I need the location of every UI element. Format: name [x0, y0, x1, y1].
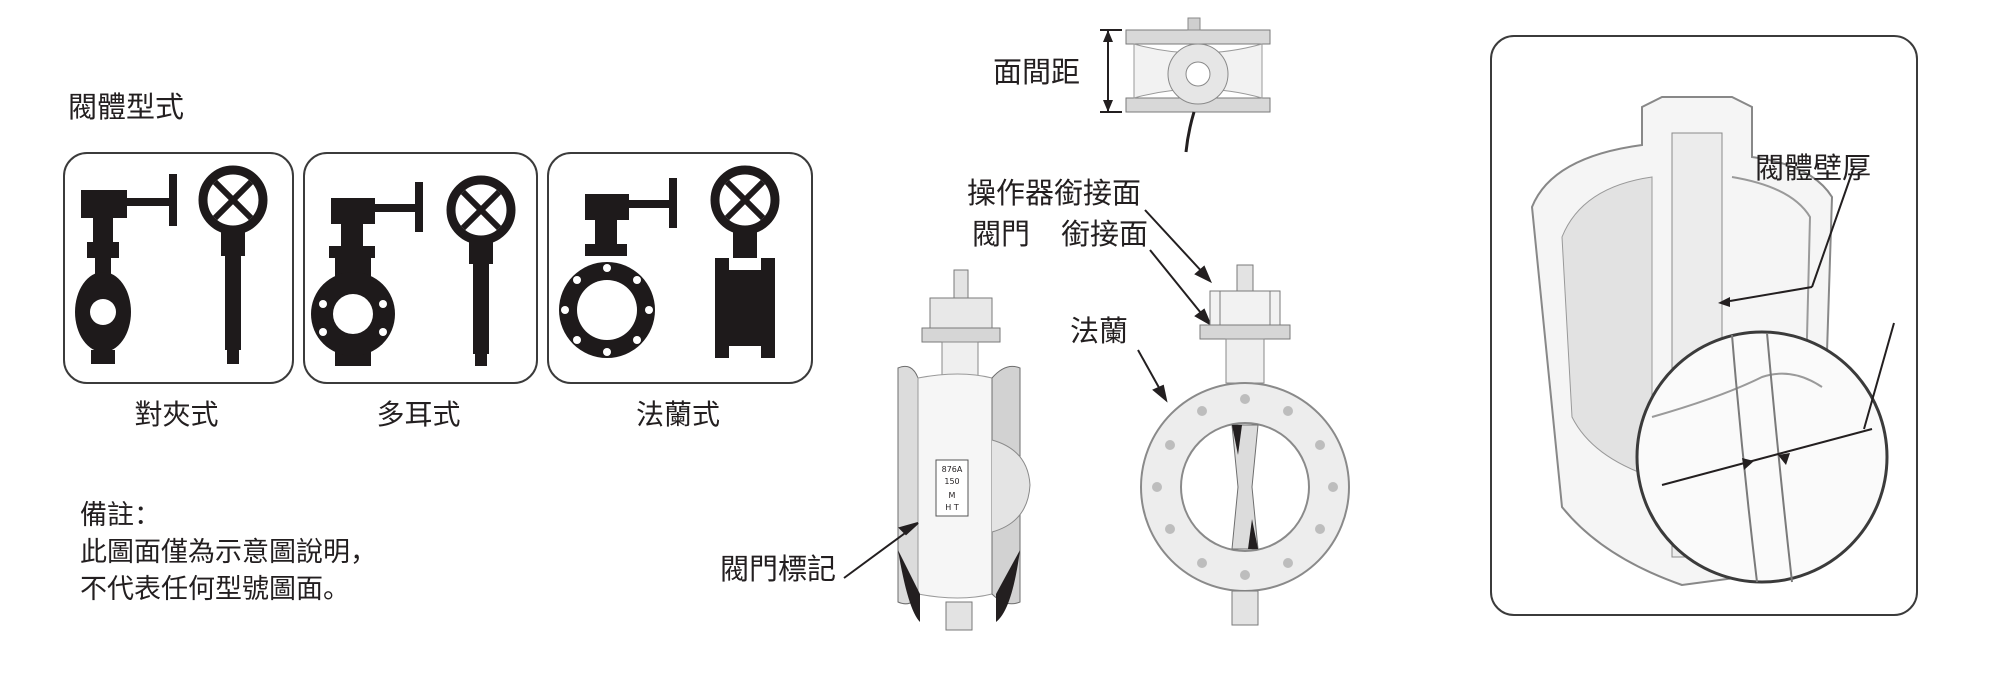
valve-top-view — [1100, 17, 1271, 153]
flanged-valve-icon — [559, 165, 780, 358]
nameplate-line1: 876A — [942, 465, 963, 474]
note-text: 此圖面僅為示意圖說明， 不代表任何型號圖面。 — [80, 537, 377, 605]
valve-type-label-lug: 多耳式 — [376, 398, 461, 431]
wafer-valve-icon — [75, 165, 268, 364]
valve-type-label-flanged: 法蘭式 — [635, 398, 720, 431]
nameplate-line3: M — [949, 491, 956, 500]
callout-valve-label: 閥門 — [972, 217, 1031, 251]
callout-valve-interface: 銜接面 — [1061, 217, 1149, 251]
wall-thickness-panel — [1490, 35, 1918, 616]
valve-type-card-lug — [303, 152, 538, 384]
callout-flange: 法蘭 — [1070, 314, 1129, 348]
valve-types-heading: 閥體型式 — [68, 90, 185, 124]
lug-valve-icon — [311, 175, 516, 366]
callout-actuator-interface: 操作器銜接面 — [967, 176, 1142, 210]
callout-face-to-face: 面間距 — [993, 55, 1081, 89]
callout-body-wall-thickness: 閥體壁厚 — [1755, 151, 1872, 185]
valve-type-card-flanged — [547, 152, 813, 384]
valve-type-card-wafer — [63, 152, 294, 384]
valve-side-view: 876A 150 M H T — [897, 269, 1031, 631]
nameplate-line2: 150 — [944, 477, 959, 486]
callout-valve-marking: 閥門標記 — [720, 552, 837, 586]
valve-cutaway-illustration — [1530, 96, 1895, 587]
note-title: 備註： — [80, 500, 161, 531]
valve-type-label-wafer: 對夾式 — [134, 398, 219, 431]
nameplate-line4: H T — [945, 503, 959, 512]
valve-front-view — [1140, 264, 1350, 626]
